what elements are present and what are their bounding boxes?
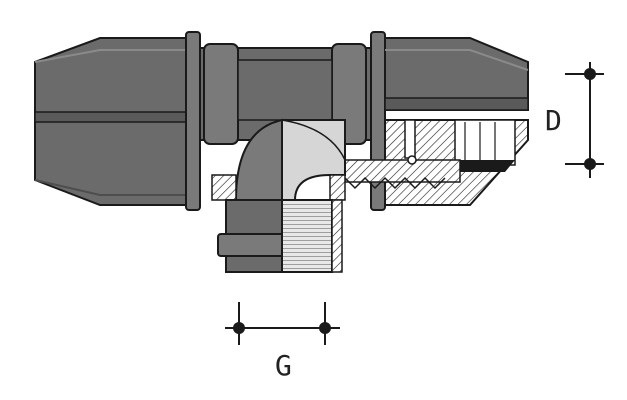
dimension-d-bottom-point	[584, 158, 596, 170]
threaded-outlet	[217, 199, 343, 273]
left-compression-nut	[34, 31, 201, 211]
dimension-d: D	[545, 62, 604, 178]
dimension-g: G	[225, 302, 340, 382]
cutaway-section	[339, 119, 529, 206]
dimension-g-left-point	[233, 322, 245, 334]
tee-body-top	[199, 43, 376, 145]
dimension-g-right-point	[319, 322, 331, 334]
dimension-g-label: G	[275, 349, 292, 382]
dimension-d-top-point	[584, 68, 596, 80]
dimension-d-label: D	[545, 104, 562, 137]
